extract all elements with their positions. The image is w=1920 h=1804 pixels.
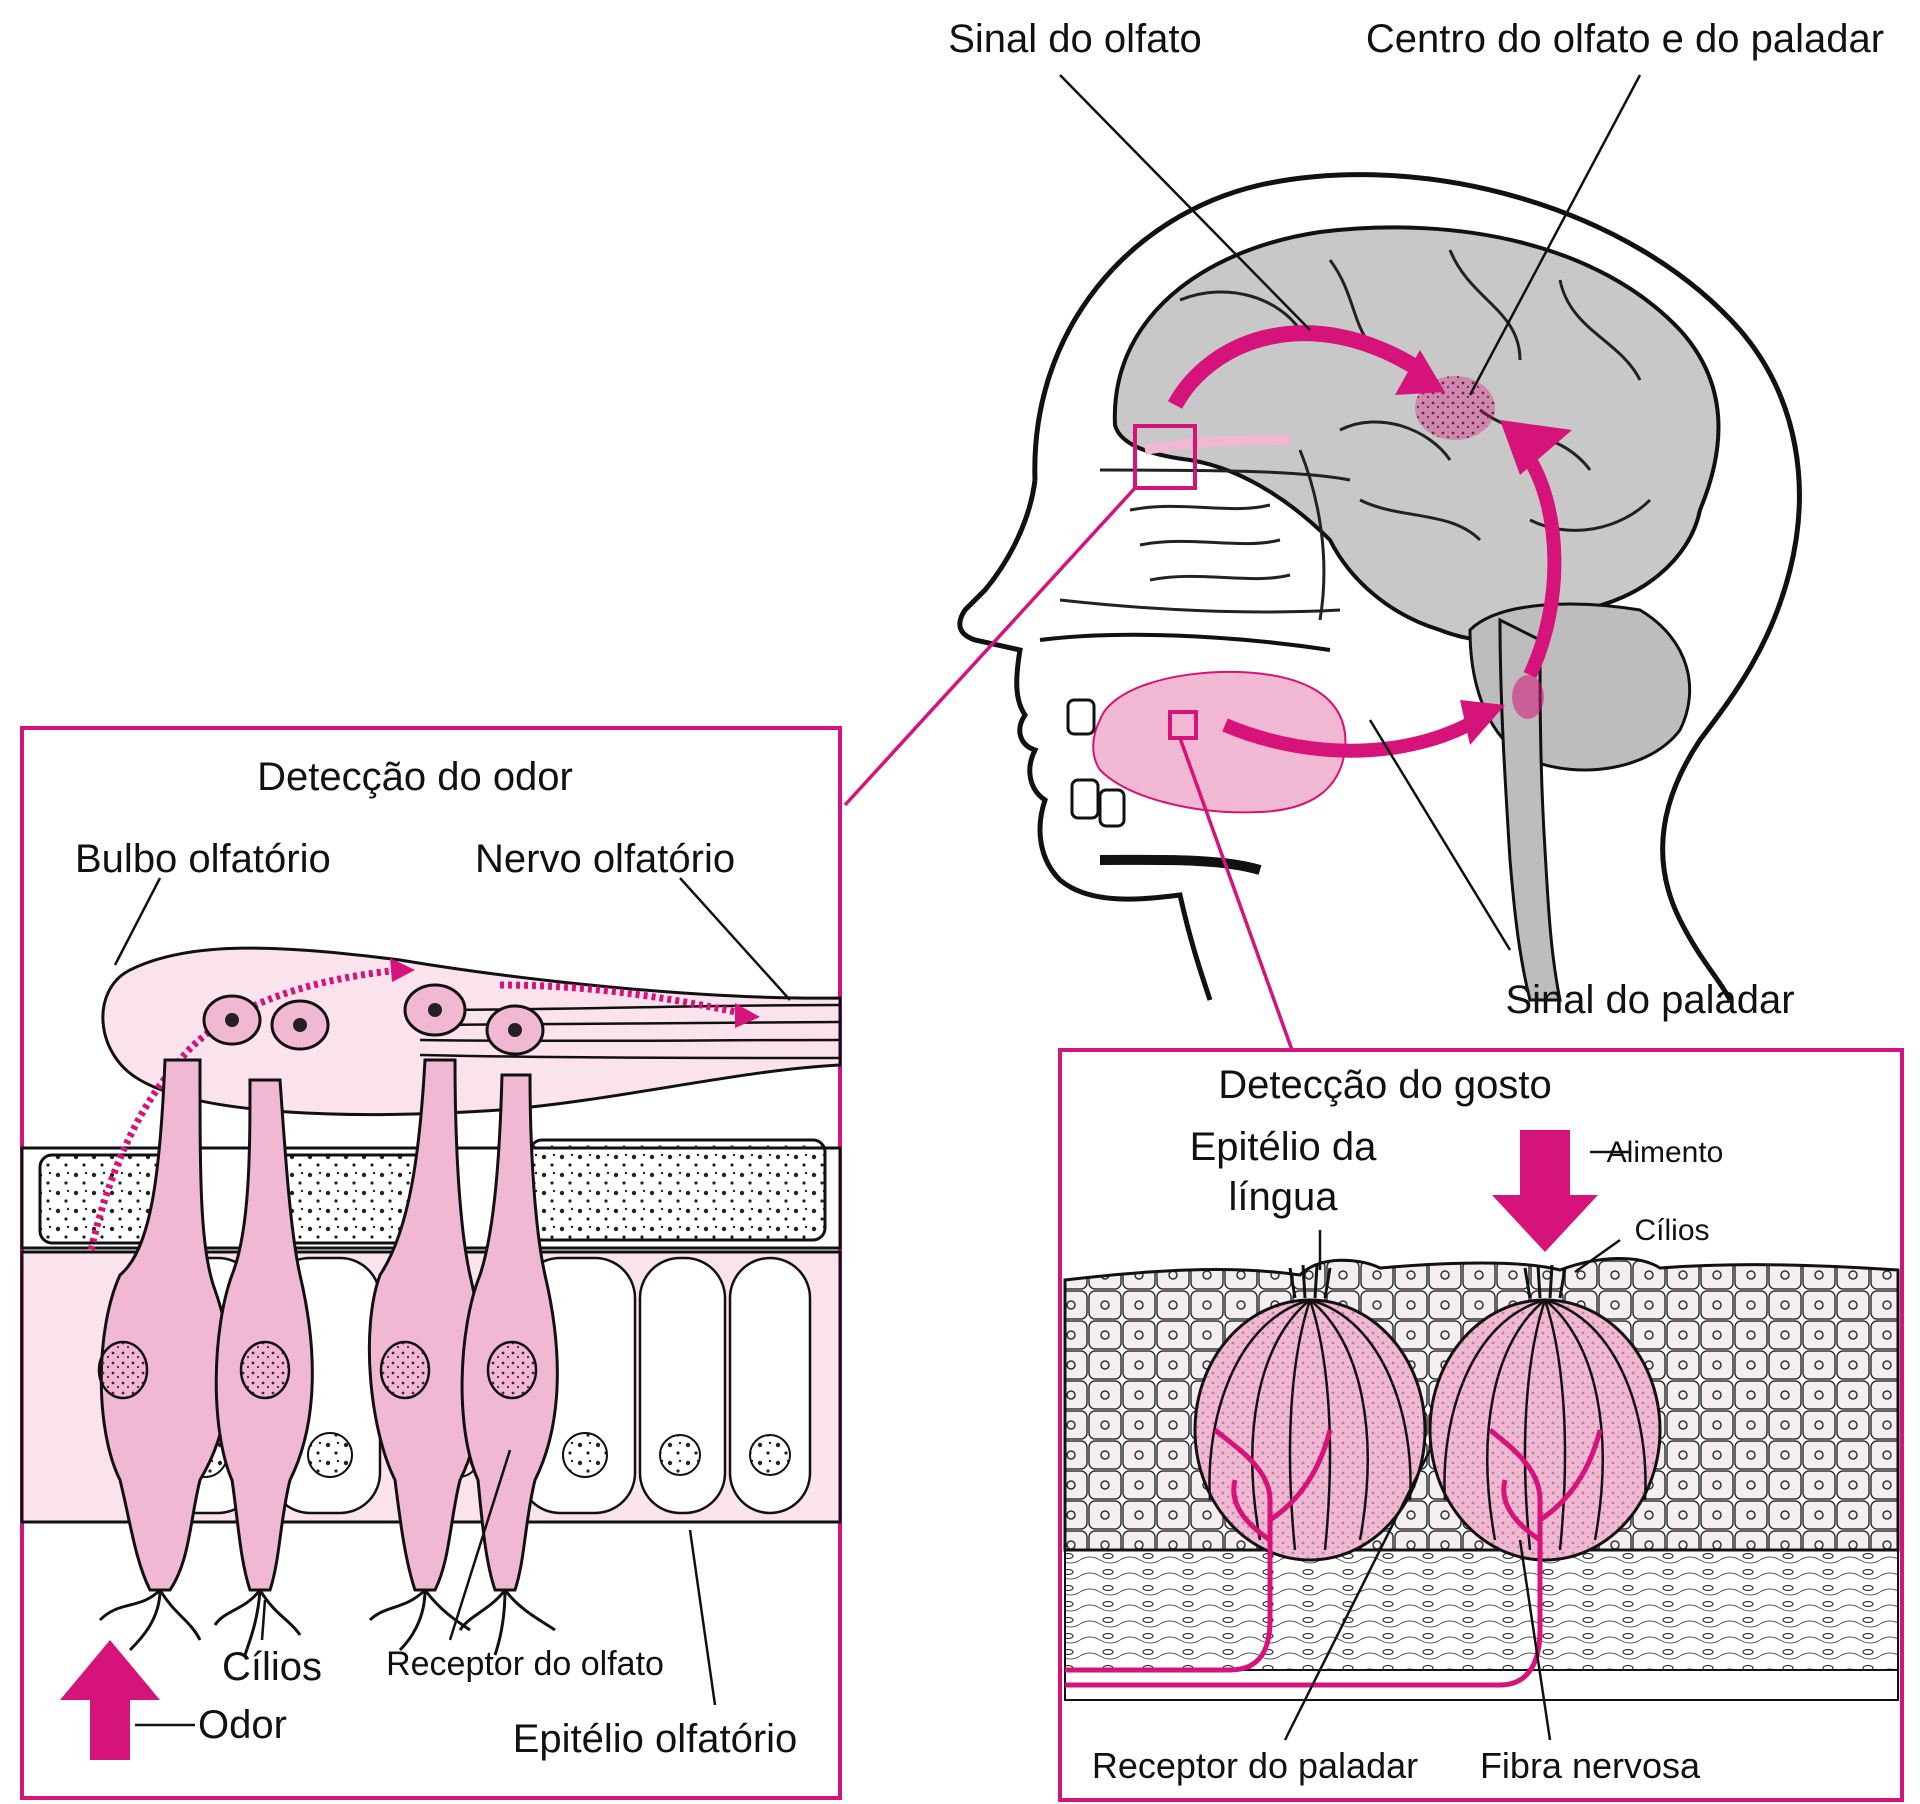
food-arrow [1492, 1130, 1598, 1252]
odor-label: Odor [198, 1703, 287, 1747]
receptor-label: Receptor do olfato [386, 1645, 664, 1683]
odor-panel-title: Detecção do odor [257, 755, 573, 799]
head-illustration [843, 74, 1802, 1051]
connective-tissue [1064, 1549, 1899, 1671]
palate [1039, 632, 1331, 652]
mitral-nuclei [225, 1003, 522, 1037]
tongue-epithelium-label-line2: língua [1229, 1175, 1339, 1219]
brain [1112, 225, 1721, 643]
nerve-fiber-label: Fibra nervosa [1480, 1745, 1701, 1786]
smell-signal-arrowhead [1395, 350, 1445, 395]
brainstem-nucleus [1512, 675, 1544, 719]
taste-detection-panel [1058, 1048, 1904, 1802]
nasal-cavity [1059, 449, 1351, 621]
nerve-fibers [1065, 1428, 1603, 1688]
taste-receptor-label: Receptor do paladar [1092, 1745, 1418, 1786]
tongue [1092, 670, 1347, 814]
taste-ascending-arrow [1523, 456, 1562, 678]
teeth [1066, 698, 1126, 828]
tongue-epithelium-label-line1: Epitélio da [1190, 1125, 1378, 1169]
taste-bud-right [1428, 1298, 1662, 1562]
odor-arrow [60, 1640, 160, 1760]
taste-ascending-arrowhead [1500, 420, 1572, 475]
taste-signal-label: Sinal do paladar [1505, 978, 1794, 1022]
jaw-bone [1099, 854, 1262, 875]
receptor-nuclei [97, 1340, 538, 1400]
taste-cilia [1288, 1264, 1567, 1299]
smell-taste-center-label: Centro do olfato e do paladar [1366, 17, 1884, 61]
olfactory-region [1144, 435, 1291, 455]
spinal-cord [1498, 617, 1562, 1002]
olfactory-nerve-bundle [419, 1003, 841, 1060]
cilia-label: Cílios [222, 1645, 322, 1689]
olfactory-cilia [98, 1588, 556, 1656]
taste-cilia-label: Cílios [1634, 1214, 1709, 1247]
smell-signal-label: Sinal do olfato [948, 17, 1202, 61]
taste-signal-arrow [1222, 712, 1484, 758]
taste-panel-title: Detecção do gosto [1218, 1063, 1552, 1107]
taste-signal-arrowhead [1460, 700, 1505, 745]
olfactory-zoom-marker [1133, 424, 1197, 490]
tongue-zoom-marker [1168, 710, 1198, 740]
olfactory-epithelium-label: Epitélio olfatório [513, 1717, 798, 1761]
skull-outline [1032, 172, 1802, 1002]
olfactory-receptor-neurons [99, 1058, 559, 1592]
olfactory-bulb-label: Bulbo olfatório [75, 837, 331, 881]
food-label: Alimento [1607, 1136, 1724, 1169]
taste-bud-left [1193, 1298, 1427, 1562]
olfactory-nerve-label: Nervo olfatório [475, 837, 735, 881]
olfactory-bulb [101, 946, 842, 1117]
smell-signal-arrow [1167, 325, 1425, 409]
odor-detection-panel [20, 726, 842, 1800]
bulb-signal-path [61, 966, 401, 1481]
